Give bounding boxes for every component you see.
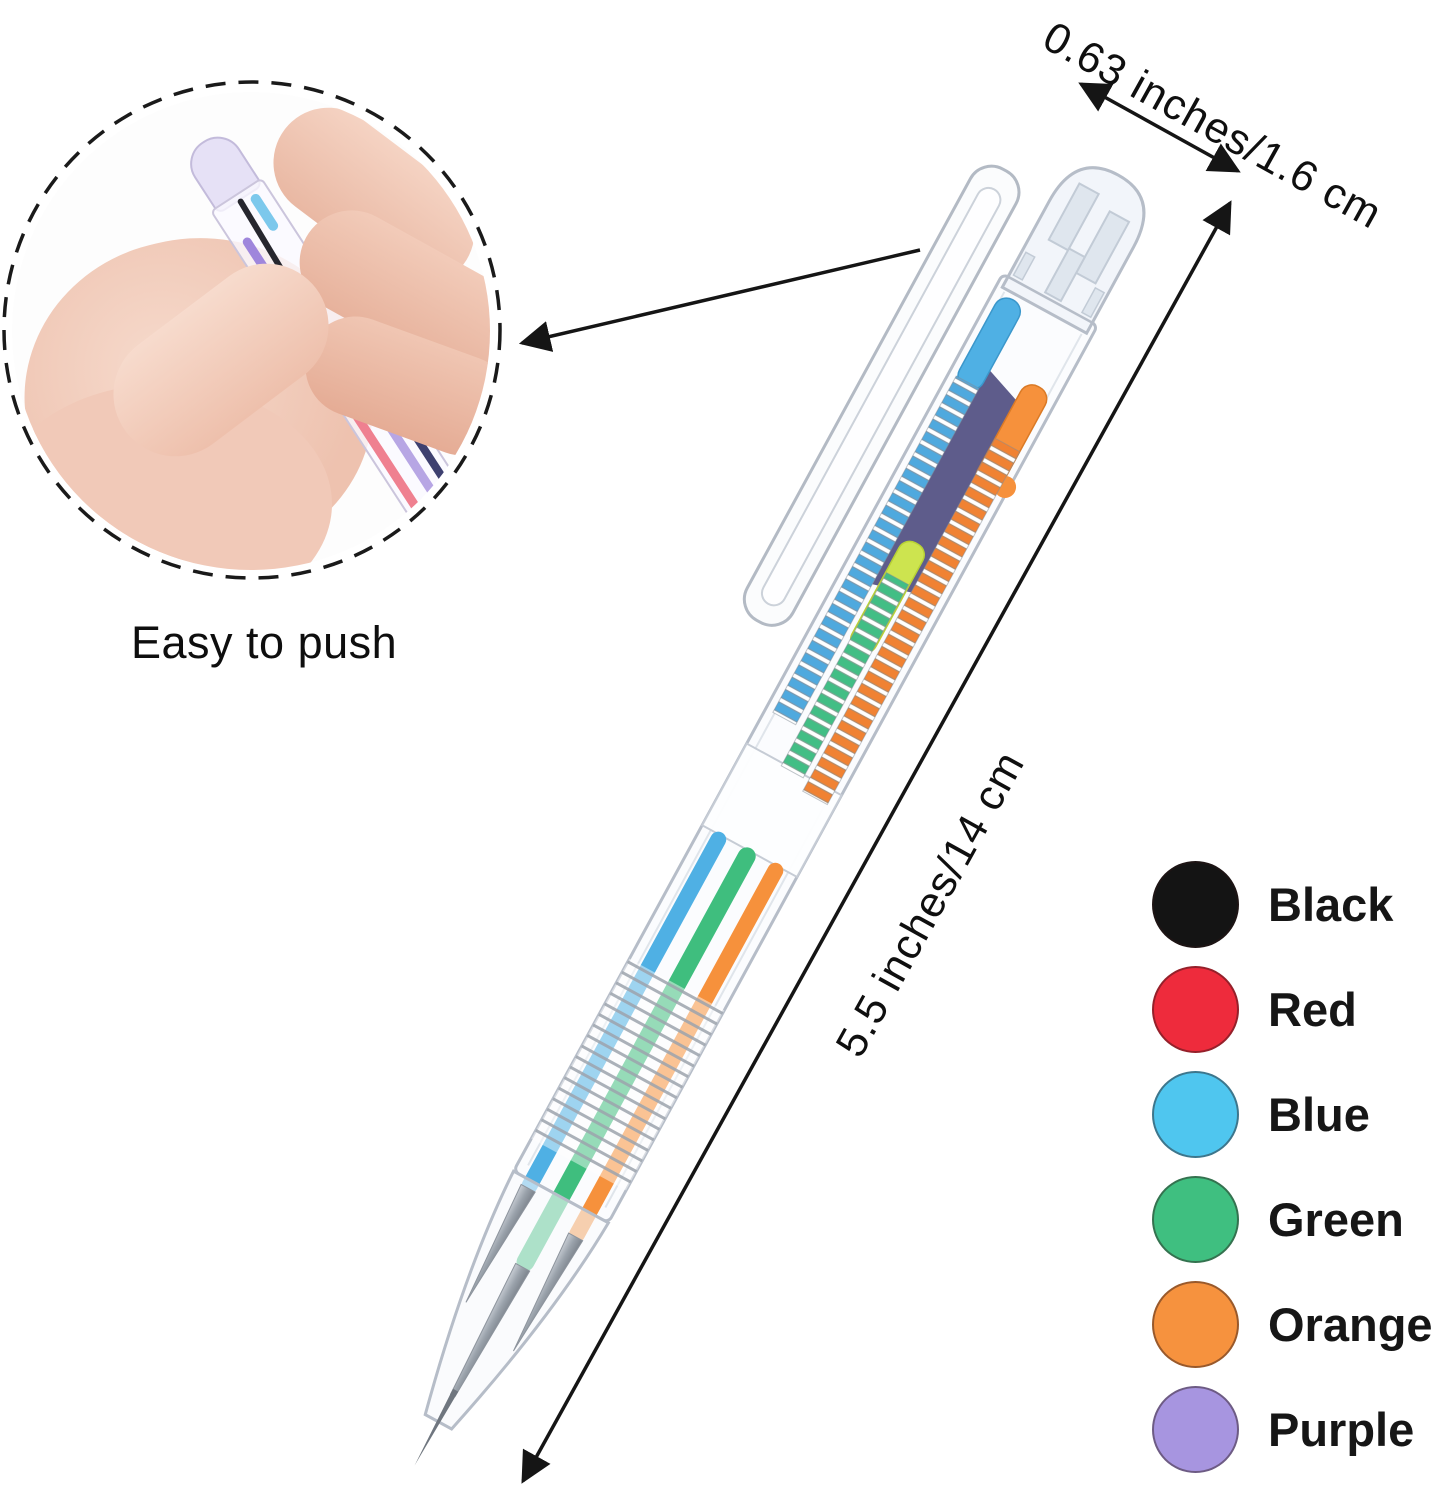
pen-cap [1000,166,1146,336]
refill-green [516,847,756,1271]
push-tab-lime [849,540,926,654]
legend-label-purple: Purple [1268,1403,1415,1456]
inset-caption: Easy to push [131,617,398,668]
refill-orange [569,862,784,1243]
legend-swatch-orange [1152,1281,1239,1368]
spring-blue [772,375,980,726]
pen-clip [742,164,1021,627]
cap-detail-1 [1047,182,1101,252]
cap-detail-2 [1074,210,1131,285]
pen-nose-cone [423,1169,611,1431]
pen-writing-tip [414,1388,459,1466]
barrel-highlight-right [604,333,1083,1209]
legend-label-black: Black [1268,878,1394,931]
pen-mid-collar [700,742,843,879]
width-dimension-arrow [1078,82,1241,173]
cap-detail-5 [1080,286,1106,319]
legend-row-green: Green [1152,1176,1433,1263]
legend-swatch-red [1152,966,1239,1053]
legend-swatch-black [1152,861,1239,948]
legend-swatch-blue [1152,1071,1239,1158]
refill-tip-green [449,1262,531,1398]
refill-tip-orange [512,1232,584,1352]
push-tab-blue [957,297,1022,391]
inset-pointer-arrow [518,248,921,352]
pen-inner-navy-mechanism [872,368,1024,596]
inset-photo-circle [12,92,490,570]
color-legend: Black Red Blue Green Orange Purple [1152,861,1433,1473]
legend-swatch-purple [1152,1386,1239,1473]
legend-label-blue: Blue [1268,1088,1370,1141]
cap-detail-3 [1043,247,1087,303]
barrel-highlight-left [527,291,1006,1166]
pen-clip-slot [760,186,1002,607]
cap-detail-4 [1012,251,1036,281]
cap-base-line [1007,275,1093,324]
push-tab-orange [975,384,1048,492]
spring-orange [802,437,1021,806]
legend-label-green: Green [1268,1193,1404,1246]
pen-barrel [514,274,1097,1223]
spring-green [780,571,910,779]
legend-swatch-green [1152,1176,1239,1263]
legend-row-orange: Orange [1152,1281,1433,1368]
push-tab-orange-nub [994,475,1017,498]
legend-label-orange: Orange [1268,1298,1433,1351]
legend-row-black: Black [1152,861,1433,948]
legend-row-red: Red [1152,966,1433,1053]
legend-label-red: Red [1268,983,1357,1036]
width-dimension-label: 0.63 inches/1.6 cm [1035,13,1390,239]
length-dimension-label: 5.5 inches/14 cm [827,743,1034,1065]
refill-tip-blue [465,1183,536,1303]
refill-blue [521,831,727,1194]
legend-row-purple: Purple [1152,1386,1433,1473]
length-dimension-arrow [521,200,1232,1484]
legend-row-blue: Blue [1152,1071,1433,1158]
pen-grip-ribs [531,958,725,1191]
